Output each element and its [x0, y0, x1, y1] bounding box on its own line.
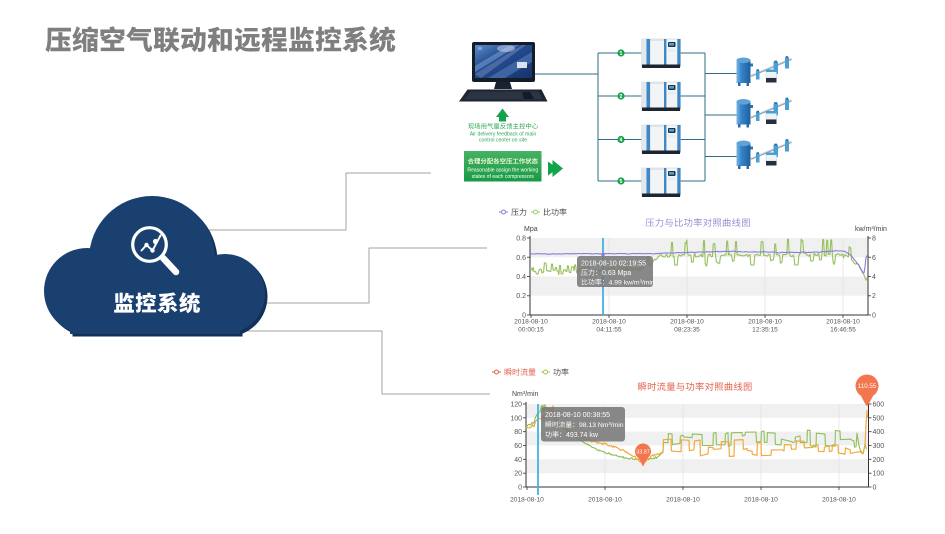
svg-text:120: 120 — [510, 402, 522, 409]
svg-text:Mpa: Mpa — [524, 226, 538, 233]
svg-text:6: 6 — [872, 255, 876, 262]
svg-text:control center on site: control center on site — [479, 138, 527, 144]
svg-text:33.87: 33.87 — [636, 449, 650, 455]
svg-text:16:46:55: 16:46:55 — [830, 327, 856, 334]
svg-text:400: 400 — [873, 429, 885, 436]
svg-text:2018-08-10: 2018-08-10 — [592, 319, 626, 326]
svg-text:2018-08-10: 2018-08-10 — [822, 497, 856, 504]
svg-text:110.55: 110.55 — [858, 383, 877, 390]
svg-text:2018-08-10 00:38:55: 2018-08-10 00:38:55 — [545, 412, 610, 419]
svg-text:100: 100 — [510, 415, 522, 422]
svg-text:2018-08-10: 2018-08-10 — [826, 319, 860, 326]
svg-text:08:23:35: 08:23:35 — [674, 327, 700, 334]
svg-text:2: 2 — [872, 293, 876, 300]
svg-text:Air delivery feedback of main: Air delivery feedback of main — [470, 132, 537, 138]
svg-text:5: 5 — [620, 179, 623, 185]
svg-text:0.8: 0.8 — [516, 236, 526, 243]
svg-text:80: 80 — [514, 429, 522, 436]
svg-text:500: 500 — [873, 415, 885, 422]
svg-text:2018-08-10: 2018-08-10 — [670, 319, 704, 326]
svg-text:kw/m³/min: kw/m³/min — [855, 226, 887, 233]
svg-text:00:00:15: 00:00:15 — [518, 327, 544, 334]
svg-text:4: 4 — [872, 274, 876, 281]
svg-text:12:35:15: 12:35:15 — [752, 327, 778, 334]
svg-text:40: 40 — [514, 457, 522, 464]
svg-text:2018-08-10: 2018-08-10 — [666, 497, 700, 504]
svg-text:0.6: 0.6 — [516, 255, 526, 262]
svg-text:0.4: 0.4 — [516, 274, 526, 281]
svg-text:0: 0 — [872, 313, 876, 320]
svg-text:100: 100 — [873, 471, 885, 478]
svg-text:states of each compressors: states of each compressors — [472, 174, 535, 180]
svg-text:8: 8 — [872, 236, 876, 243]
svg-text:493.74 kw: 493.74 kw — [566, 432, 599, 439]
svg-text:Reasonable assign the working: Reasonable assign the working — [467, 168, 538, 174]
svg-text:300: 300 — [873, 443, 885, 450]
svg-text:0.2: 0.2 — [516, 293, 526, 300]
svg-text:2018-08-10: 2018-08-10 — [588, 497, 622, 504]
svg-text:04:11:55: 04:11:55 — [596, 327, 622, 334]
svg-text:60: 60 — [514, 443, 522, 450]
svg-text:2018-08-10 02:19:55: 2018-08-10 02:19:55 — [581, 261, 646, 268]
svg-text:0: 0 — [518, 485, 522, 492]
svg-text:1: 1 — [620, 51, 623, 57]
svg-text:0: 0 — [522, 313, 526, 320]
svg-text:2018-08-10: 2018-08-10 — [510, 497, 544, 504]
svg-text:98.13 Nm³/min: 98.13 Nm³/min — [579, 422, 624, 429]
svg-text:2: 2 — [620, 94, 623, 100]
svg-text:0: 0 — [873, 485, 877, 492]
svg-text:0.63 Mpa: 0.63 Mpa — [602, 270, 631, 277]
svg-text:20: 20 — [514, 471, 522, 478]
svg-text:2018-08-10: 2018-08-10 — [514, 319, 548, 326]
svg-text:4: 4 — [620, 137, 623, 143]
svg-text:2018-08-10: 2018-08-10 — [748, 319, 782, 326]
svg-text:600: 600 — [873, 402, 885, 409]
svg-text:2018-08-10: 2018-08-10 — [744, 497, 778, 504]
svg-text:Nm³/min: Nm³/min — [512, 391, 539, 398]
svg-text:4.99 kw/m³/min: 4.99 kw/m³/min — [609, 280, 655, 287]
svg-text:200: 200 — [873, 457, 885, 464]
